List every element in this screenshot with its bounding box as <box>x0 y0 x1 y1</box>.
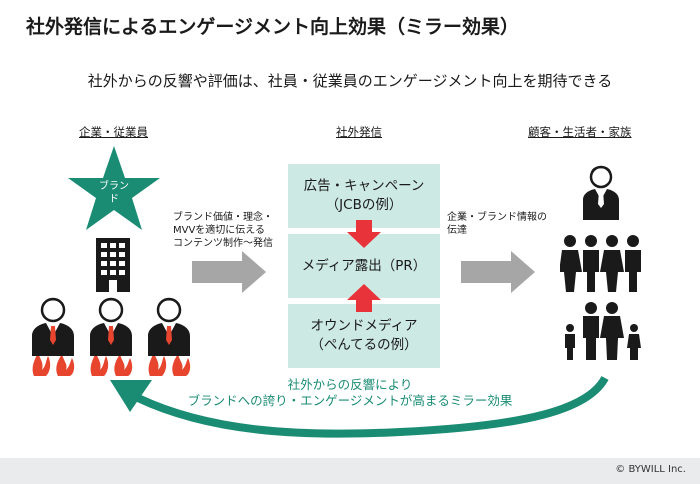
column-header-customers: 顧客・生活者・家族 <box>528 125 632 139</box>
subtitle: 社外からの反響や評価は、社員・従業員のエンゲージメント向上を期待できる <box>87 72 613 90</box>
building-icon <box>96 238 130 292</box>
column-header-company: 企業・従業員 <box>79 125 148 139</box>
star-icon <box>68 146 160 230</box>
employee-icon <box>88 297 134 378</box>
box-owned-media: オウンドメディア （ぺんてるの例） <box>288 304 440 368</box>
employee-icon <box>146 297 192 378</box>
copyright: © BYWILL Inc. <box>615 464 686 475</box>
box-advertising: 広告・キャンペーン （JCBの例） <box>288 164 440 228</box>
column-header-external: 社外発信 <box>336 125 382 139</box>
right-arrow-label: 企業・ブランド情報の 伝達 <box>447 212 547 236</box>
box-owned-media-label: オウンドメディア （ぺんてるの例） <box>310 318 418 353</box>
page-title: 社外発信によるエンゲージメント向上効果（ミラー効果） <box>26 16 520 38</box>
mirror-text-line1: 社外からの反響により <box>287 377 413 392</box>
mirror-effect-arrow <box>110 375 609 438</box>
arrow-right-icon <box>461 251 535 293</box>
star-label: ブラン ド <box>99 181 129 205</box>
employees-group <box>30 297 192 378</box>
person-icon <box>583 165 619 220</box>
employee-icon <box>30 297 76 378</box>
footer-bar <box>0 458 700 484</box>
box-media-pr-label: メディア露出（PR） <box>301 257 427 274</box>
box-advertising-label: 広告・キャンペーン （JCBの例） <box>303 178 425 213</box>
arrow-down-icon <box>347 220 381 248</box>
group-icon <box>560 235 641 292</box>
family-icon <box>565 302 641 360</box>
left-arrow-label: ブランド価値・理念・ MVVを適切に伝える コンテンツ制作～発信 <box>173 212 273 249</box>
arrow-up-icon <box>347 284 381 312</box>
mirror-text-line2: ブランドへの誇り・エンゲージメントが高まるミラー効果 <box>187 393 513 408</box>
arrow-right-icon <box>192 251 266 293</box>
